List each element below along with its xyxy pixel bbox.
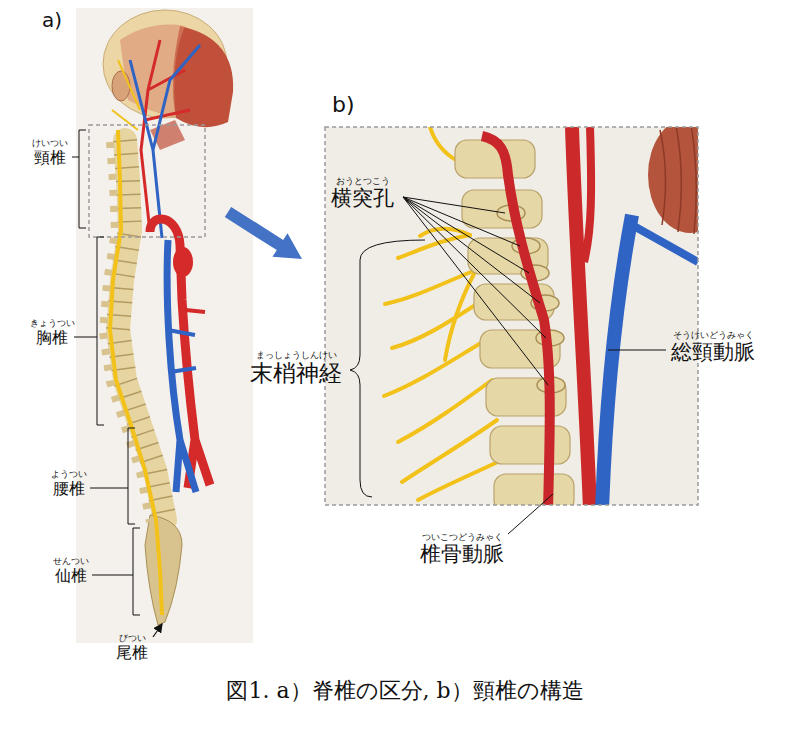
region-label: 胸椎 [36, 328, 68, 347]
ruby-reading: ついこつどうみゃく [422, 532, 503, 543]
cervical-figure [384, 127, 698, 505]
nerve-brace [350, 240, 425, 497]
transverse-foramen [497, 205, 565, 393]
carotid-leader [608, 350, 666, 351]
panel-a-ground [76, 8, 253, 643]
ruby-reading: けいつい [32, 138, 68, 149]
lumbar-bracket [90, 428, 135, 524]
foramen-leaders [403, 197, 548, 385]
ruby-reading: そうけいどうみゃく [673, 330, 754, 341]
ruby-reading: びつい [119, 633, 146, 644]
artery-branch [186, 310, 205, 312]
coccyx-pointer [153, 624, 162, 637]
vertebral-artery [482, 136, 550, 505]
zoom-arrow [225, 207, 302, 259]
vertebral-leader [508, 494, 553, 534]
region-label: 仙椎 [55, 566, 87, 585]
part-label: 横突孔 [331, 186, 394, 211]
cervical-bracket [72, 130, 86, 228]
region-label: 腰椎 [53, 479, 85, 498]
muscle [648, 127, 698, 233]
spinal-cord [110, 130, 162, 615]
thoracic-bracket [74, 237, 104, 425]
ruby-reading: きょうつい [30, 318, 75, 329]
zoom-region [89, 125, 205, 237]
muscle-fibres [660, 127, 696, 234]
ruby-reading: ようつい [51, 469, 87, 480]
figure-caption: 図1. a）脊椎の区分, b）頸椎の構造 [226, 678, 583, 704]
vena-cava [167, 240, 196, 492]
sacral-bracket [92, 528, 140, 615]
region-label: 尾椎 [116, 643, 148, 662]
region-label: 頸椎 [34, 148, 66, 167]
jugular-vein [602, 215, 632, 505]
zoom-frame [325, 127, 698, 505]
ruby-reading: まっしょうしんけい [256, 350, 337, 361]
head-nerve [112, 60, 140, 130]
part-label: 末梢神経 [250, 360, 342, 388]
ruby-reading: おうとつこう [336, 176, 390, 187]
vein-branch [168, 330, 196, 372]
part-label: 総頸動脈 [671, 340, 755, 365]
panel-letter: a) [42, 8, 62, 32]
ruby-reading: せんつい [53, 556, 89, 567]
panel-letter: b) [332, 92, 355, 118]
ear [112, 71, 130, 101]
part-label: 椎骨動脈 [420, 542, 504, 567]
spine-figure [103, 10, 233, 625]
carotid-branch [584, 127, 591, 262]
vein-branch [632, 225, 698, 262]
